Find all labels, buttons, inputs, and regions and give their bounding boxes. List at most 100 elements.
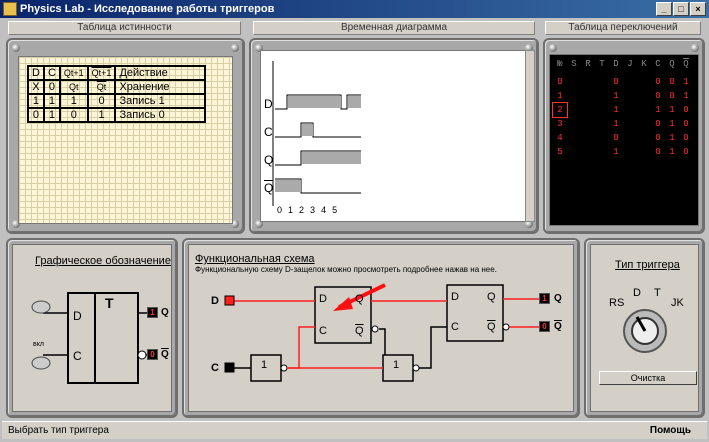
table-cell: Qt: [58, 79, 89, 95]
symbol-qbar-led: 0: [147, 349, 158, 360]
waveform-q-fill: [302, 152, 361, 164]
latch-1-box: [314, 286, 372, 344]
table-header: Qt+1: [86, 65, 117, 81]
table-cell: 1: [669, 119, 675, 129]
minimize-button[interactable]: _: [656, 2, 672, 16]
screw-icon: [549, 44, 557, 52]
clear-button[interactable]: Очистка: [599, 371, 697, 385]
status-text: Выбрать тип триггера: [8, 425, 109, 436]
tab-switch-table[interactable]: Таблица переключений: [545, 21, 701, 35]
table-cell: [581, 131, 595, 145]
screw-icon: [255, 220, 263, 228]
table-cell: [567, 145, 581, 159]
window-title: Physics Lab - Исследование работы тригге…: [20, 3, 275, 15]
waveform-d-fill: [348, 96, 361, 108]
latch-2-qbar-bubble: [502, 323, 510, 331]
table-cell: Qt: [86, 79, 117, 95]
latch-2-d-label: D: [451, 291, 459, 303]
waveform-c: [275, 122, 361, 138]
table-cell: X: [27, 79, 45, 95]
symbol-q-led: 1: [147, 307, 158, 318]
wire-latch1-qbar: [379, 328, 386, 355]
table-cell: 0: [655, 133, 661, 143]
table-cell: 0: [683, 133, 689, 143]
table-cell: [623, 145, 637, 159]
gate-2-label: 1: [393, 359, 400, 371]
trigger-selector-knob-icon[interactable]: [621, 307, 669, 355]
table-cell: [595, 103, 609, 117]
table-row: 0 1 0 1 Запись 0: [27, 107, 207, 123]
switch-table-header-cell: K: [641, 59, 647, 69]
tab-truth-table[interactable]: Таблица истинности: [8, 21, 241, 35]
waveform-c-fill: [302, 124, 313, 136]
table-cell: [623, 75, 637, 89]
maximize-button[interactable]: □: [673, 2, 689, 16]
table-cell: [637, 131, 651, 145]
table-cell: [623, 103, 637, 117]
screw-icon: [255, 44, 263, 52]
table-cell: Запись 1: [114, 93, 207, 109]
close-button[interactable]: ×: [690, 2, 706, 16]
button-d-icon[interactable]: [31, 300, 51, 314]
table-cell: [623, 117, 637, 131]
tab-timing-label: Временная диаграмма: [340, 22, 448, 33]
tick-label: 0: [277, 205, 283, 215]
table-cell: 1: [613, 147, 619, 157]
toggle-c-icon[interactable]: [31, 356, 51, 370]
timing-diagram-panel: D C Q Q 0 1 2 3 4 5: [249, 38, 539, 234]
status-bar: Выбрать тип триггера Помощь: [2, 421, 707, 439]
waveform-d-fill: [288, 96, 341, 108]
functional-scheme[interactable]: Функциональная схема Функциональную схем…: [188, 244, 574, 412]
table-cell: [567, 89, 581, 103]
screw-icon: [525, 44, 533, 52]
table-cell: 5: [557, 147, 563, 157]
tab-timing-diagram[interactable]: Временная диаграмма: [253, 21, 535, 35]
trigger-option-t[interactable]: T: [654, 287, 661, 299]
table-cell: 0: [655, 77, 661, 87]
input-d-led[interactable]: [224, 295, 235, 306]
trigger-option-d[interactable]: D: [633, 287, 641, 299]
help-link[interactable]: Помощь: [649, 425, 691, 436]
trigger-symbol-box: [67, 292, 139, 384]
screw-icon: [525, 220, 533, 228]
table-cell: 0: [613, 77, 619, 87]
timing-scrollbar[interactable]: [525, 50, 535, 222]
switch-table-header-cell: Q: [669, 59, 675, 69]
pointer-arrow-head: [333, 297, 353, 311]
screw-icon: [231, 220, 239, 228]
tick-label: 1: [288, 205, 294, 215]
table-cell: [581, 89, 595, 103]
table-cell: 0: [669, 91, 675, 101]
table-cell: 1: [27, 93, 45, 109]
latch-1-qbar-label: Q: [355, 325, 364, 337]
table-cell: 0: [683, 147, 689, 157]
truth-table-panel: D C Qt+1 Qt+1 Действие X 0 Qt Qt Хранени…: [6, 38, 245, 234]
waveform-qbar-fill: [275, 180, 301, 192]
symbol-t-label: T: [105, 295, 114, 311]
trigger-option-rs[interactable]: RS: [609, 297, 625, 309]
table-cell: 0: [683, 105, 689, 115]
table-cell: [595, 145, 609, 159]
latch-1-d-label: D: [319, 293, 327, 305]
table-cell: [637, 117, 651, 131]
table-cell: 1: [613, 105, 619, 115]
table-cell: [595, 117, 609, 131]
table-cell: 1: [86, 107, 117, 123]
trigger-option-jk[interactable]: JK: [671, 297, 684, 309]
table-cell: [623, 89, 637, 103]
switch-table-header-cell: J: [627, 59, 633, 69]
table-header: D: [27, 65, 45, 81]
switch-table-header-cell: Q: [683, 59, 689, 69]
table-cell: 0: [27, 107, 45, 123]
tab-switch-label: Таблица переключений: [568, 22, 678, 33]
latch-1-c-label: C: [319, 325, 327, 337]
input-c-led[interactable]: [224, 362, 235, 373]
